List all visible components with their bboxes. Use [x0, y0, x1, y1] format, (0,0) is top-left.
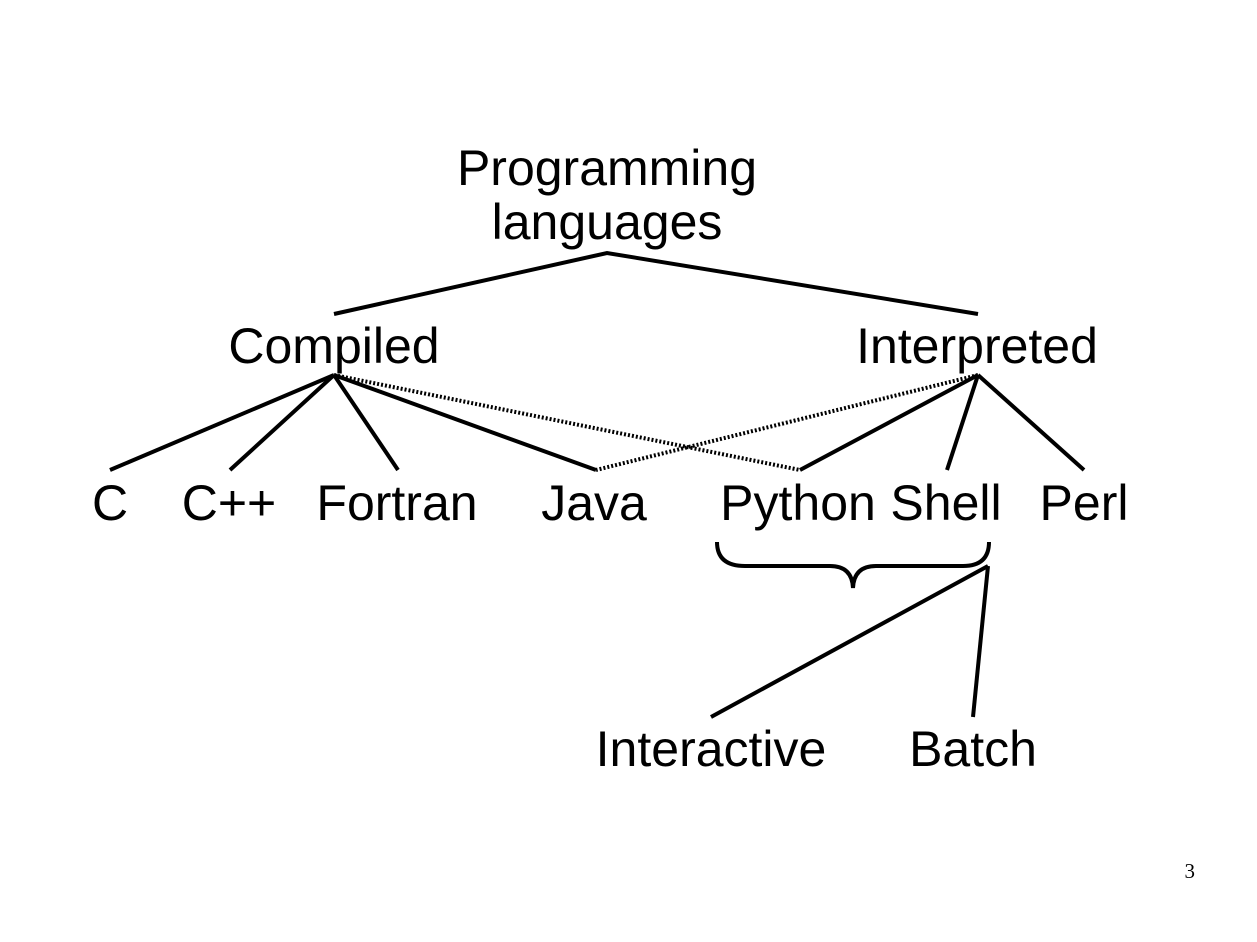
python-shell-brace	[715, 541, 991, 589]
edge-brace-interactive	[710, 564, 989, 719]
edge-compiled-java	[333, 373, 597, 472]
edge-brace-batch	[971, 565, 990, 718]
node-java: Java	[541, 475, 647, 531]
edge-interpreted-perl	[976, 373, 1086, 472]
edge-compiled-c	[109, 373, 335, 472]
page-number: 3	[1184, 859, 1196, 883]
edge-compiled-fortran	[332, 373, 400, 472]
node-python: Python	[720, 475, 876, 531]
root-to-categories-lines	[333, 250, 979, 316]
root-title-line-2: languages	[491, 194, 723, 250]
dotted-edge-interpreted-java	[595, 373, 979, 472]
node-shell: Shell	[890, 475, 1002, 531]
node-interactive: Interactive	[595, 721, 827, 777]
edge-compiled-cpp	[228, 373, 336, 472]
node-interpreted: Interpreted	[856, 318, 1098, 374]
node-fortran: Fortran	[316, 475, 478, 531]
node-cpp: C++	[181, 475, 277, 531]
node-perl: Perl	[1039, 475, 1129, 531]
node-c: C	[91, 475, 129, 531]
root-node-programming-languages: Programming languages	[397, 141, 817, 249]
edge-interpreted-python	[799, 373, 979, 472]
node-compiled: Compiled	[228, 318, 440, 374]
node-batch: Batch	[909, 721, 1037, 777]
dotted-edge-compiled-python	[333, 373, 801, 472]
edge-interpreted-shell	[945, 374, 980, 471]
root-title-line-1: Programming	[456, 140, 758, 196]
